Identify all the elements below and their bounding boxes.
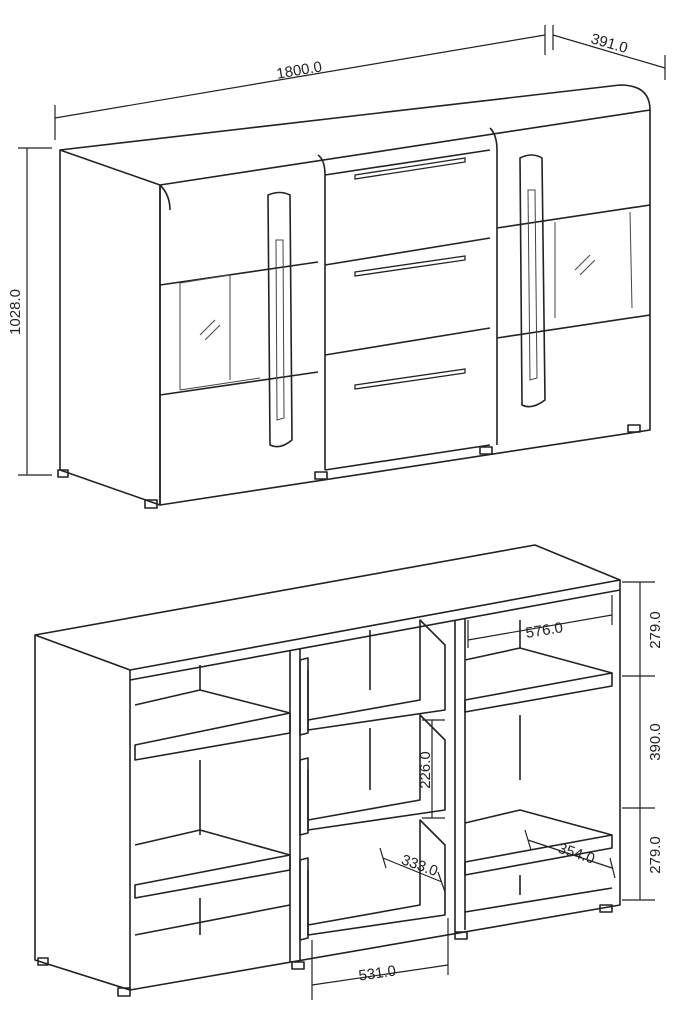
open-drawer (299, 819, 446, 941)
foot (314, 471, 328, 480)
dim-side-shelf-width-label: 576.0 (524, 619, 564, 642)
foot (291, 961, 305, 970)
front-face (159, 110, 651, 506)
dim-bottom-compartment-label: 279.0 (647, 836, 664, 874)
dim-middle-compartment-label: 390.0 (647, 723, 664, 761)
dim-width-label: 1800.0 (275, 58, 323, 82)
dim-drawer-width-label: 531.0 (358, 963, 398, 985)
dim-height-label: 1028.0 (7, 289, 24, 335)
dim-depth-label: 391.0 (589, 30, 630, 57)
left-side-panel (34, 635, 131, 991)
drawer-handle (354, 157, 466, 180)
foot (599, 904, 613, 913)
dim-top-compartment-label: 279.0 (647, 611, 664, 649)
foot (37, 957, 49, 966)
open-drawer (299, 619, 446, 736)
front-face (129, 590, 621, 991)
foot (627, 424, 641, 433)
open-sideboard-view: 576.0 279.0 390.0 279.0 226.0 333.0 354.… (34, 544, 664, 1000)
open-drawer (299, 714, 446, 836)
foot (454, 931, 468, 940)
door-handle-right (519, 154, 546, 408)
dim-drawer-height-label: 226.0 (417, 751, 434, 789)
closed-sideboard-view: 1800.0 391.0 1028.0 (7, 25, 666, 509)
top-surface (59, 84, 651, 186)
foot (57, 469, 69, 478)
foot (144, 499, 158, 509)
foot (479, 446, 493, 455)
left-side-panel (59, 150, 161, 506)
dim-shelf-depth-label: 354.0 (556, 840, 597, 868)
door-handle-left (267, 191, 293, 448)
foot (117, 987, 131, 997)
drawer-handle (354, 368, 466, 390)
drawer-handle (354, 255, 466, 277)
